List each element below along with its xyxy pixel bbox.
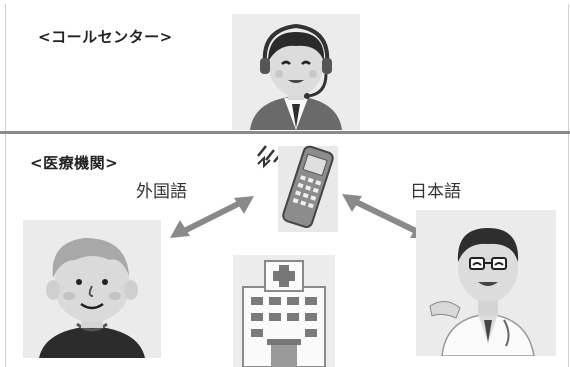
doctor-icon bbox=[416, 210, 556, 356]
foreign-patient-icon bbox=[23, 220, 161, 358]
mobile-phone-icon bbox=[257, 145, 338, 232]
double-headed-arrow-icon bbox=[170, 196, 254, 238]
foreign-language-label: 外国語 bbox=[136, 182, 187, 202]
hospital-building-icon bbox=[233, 255, 335, 367]
call-center-operator-icon bbox=[232, 14, 360, 130]
call-center-panel bbox=[5, 4, 569, 131]
call-center-label: <コールセンター> bbox=[38, 28, 173, 46]
section-divider bbox=[0, 131, 570, 134]
japanese-language-label: 日本語 bbox=[410, 182, 461, 202]
medical-institution-panel bbox=[5, 134, 569, 367]
medical-institution-label: <医療機関> bbox=[30, 154, 119, 172]
